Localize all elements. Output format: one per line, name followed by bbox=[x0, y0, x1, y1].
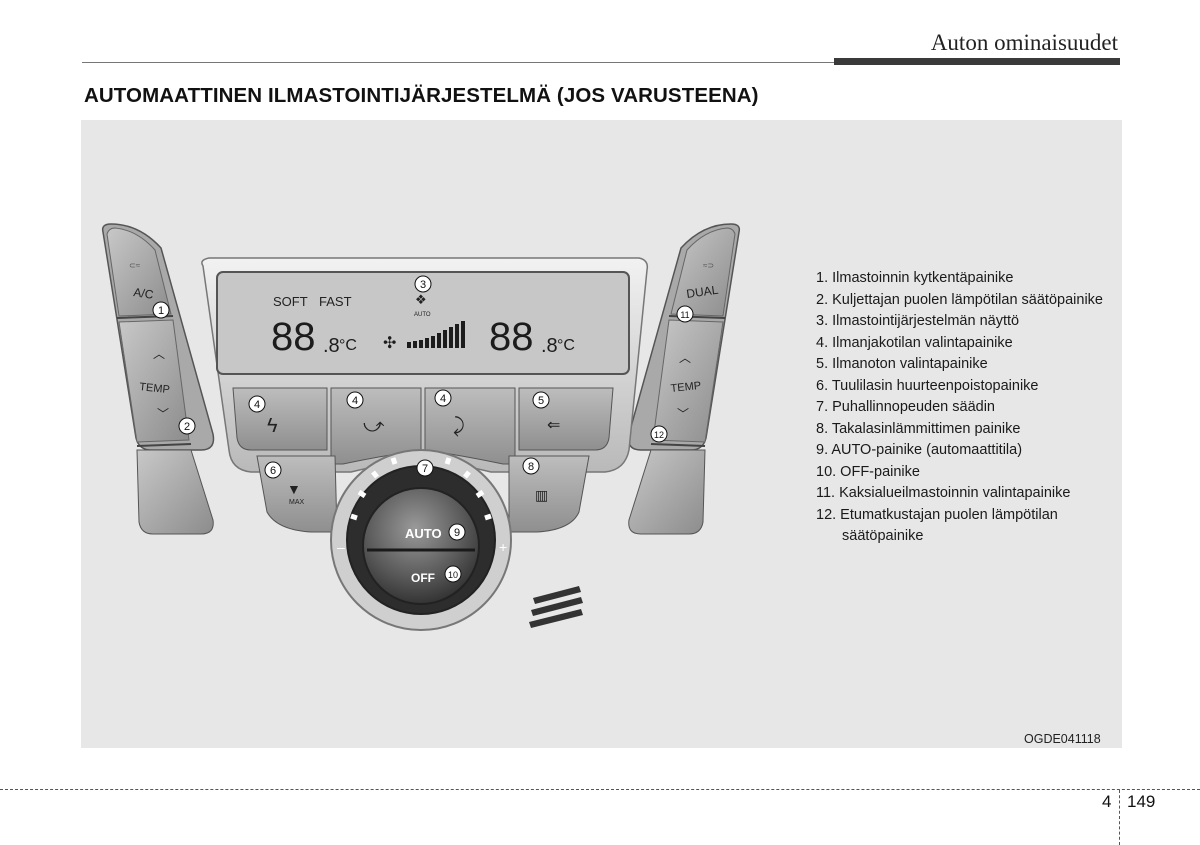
legend-item: 10. OFF-painike bbox=[816, 463, 920, 480]
legend-item: 1. Ilmastoinnin kytkentäpainike bbox=[816, 270, 1014, 286]
callout-7: 7 bbox=[422, 463, 428, 475]
vent-bilevel-icon: ⤻ bbox=[363, 415, 385, 437]
dual-label: DUAL bbox=[685, 283, 719, 301]
fan-icon: ✣ bbox=[383, 335, 396, 352]
display-auto-small: AUTO bbox=[414, 312, 431, 318]
callout-10: 10 bbox=[448, 570, 458, 580]
right-temp-unit: °C bbox=[557, 337, 575, 354]
temp-down-icon: ﹀ bbox=[157, 407, 169, 421]
left-temp-value: 88 bbox=[271, 315, 316, 359]
page-title: AUTOMAATTINEN ILMASTOINTIJÄRJESTELMÄ (JO… bbox=[84, 84, 759, 107]
callout-3: 3 bbox=[420, 279, 426, 291]
chapter-number: 4 bbox=[1102, 792, 1112, 811]
fan-speed-bars bbox=[407, 321, 465, 348]
page-number: 149 bbox=[1127, 792, 1156, 811]
callout-9: 9 bbox=[454, 527, 460, 539]
dual-indicator-icon: ≈⊃ bbox=[703, 261, 714, 270]
figure-panel: A/C ⊂≈ ︿ TEMP ﹀ DUAL ≈⊃ ︿ TEMP ﹀ SOFT FA… bbox=[81, 120, 1122, 748]
callout-6: 6 bbox=[270, 465, 276, 477]
fan-speed-scale bbox=[350, 457, 492, 521]
temp-up-icon: ︿ bbox=[153, 347, 165, 361]
image-code: OGDE041118 bbox=[1024, 732, 1101, 746]
display-soft: SOFT bbox=[273, 294, 308, 309]
legend-item: 3. Ilmastointijärjestelmän näyttö bbox=[816, 313, 1020, 329]
callout-markers bbox=[152, 275, 694, 583]
right-temp-value: 88 bbox=[489, 315, 534, 359]
air-vent-slats bbox=[529, 586, 583, 628]
callout-2: 2 bbox=[184, 421, 190, 433]
vent-face-icon: ϟ bbox=[267, 415, 278, 437]
driver-temp-button[interactable] bbox=[118, 319, 190, 443]
display-content: SOFT FAST ❖ AUTO 88 .8 °C ✣ 88 .8 °C bbox=[271, 292, 575, 359]
legend-item: 2. Kuljettajan puolen lämpötilan säätöpa… bbox=[816, 291, 1103, 308]
ac-indicator-icon: ⊂≈ bbox=[129, 261, 141, 270]
mode-face-button[interactable] bbox=[232, 387, 328, 451]
right-control-pod: DUAL ≈⊃ ︿ TEMP ﹀ bbox=[627, 223, 741, 535]
footer-rule bbox=[0, 789, 1200, 790]
callout-11: 11 bbox=[680, 310, 689, 320]
auto-button-label[interactable]: AUTO bbox=[405, 526, 442, 541]
header-rule bbox=[82, 62, 834, 63]
callout-8: 8 bbox=[528, 461, 534, 473]
defrost-auto-icon: ❖ bbox=[415, 292, 427, 307]
display-fast: FAST bbox=[319, 294, 352, 309]
climate-display bbox=[216, 271, 630, 375]
header-rule-accent bbox=[834, 58, 1120, 65]
callout-4a: 4 bbox=[254, 399, 260, 411]
temp-up-icon: ︿ bbox=[679, 351, 691, 365]
fan-plus-label: + bbox=[499, 539, 507, 555]
ac-button[interactable] bbox=[106, 227, 172, 317]
callout-4b: 4 bbox=[352, 395, 358, 407]
dual-button[interactable] bbox=[670, 227, 736, 317]
legend-item: 9. AUTO-painike (automaattitila) bbox=[816, 442, 1023, 458]
left-temp-unit: °C bbox=[339, 337, 357, 354]
rear-defrost-icon: ▥ bbox=[535, 487, 548, 503]
footer-divider bbox=[1119, 790, 1120, 845]
fan-speed-knob[interactable] bbox=[362, 487, 480, 605]
off-button-label[interactable]: OFF bbox=[411, 571, 435, 585]
callout-4c: 4 bbox=[440, 393, 446, 405]
legend-item: 7. Puhallinnopeuden säädin bbox=[816, 399, 995, 415]
callout-1: 1 bbox=[158, 305, 164, 317]
front-defrost-icon: ▼ bbox=[287, 481, 301, 497]
section-title: Auton ominaisuudet bbox=[930, 30, 1118, 55]
temp-down-icon: ﹀ bbox=[677, 407, 689, 421]
legend-item: 5. Ilmanoton valintapainike bbox=[816, 356, 988, 372]
fan-minus-label: – bbox=[337, 539, 345, 555]
passenger-temp-label: TEMP bbox=[670, 380, 702, 395]
rear-defrost-button[interactable] bbox=[508, 455, 590, 533]
legend-item: 12. Etumatkustajan puolen lämpötilan sää… bbox=[816, 506, 1058, 545]
callout-12: 12 bbox=[654, 430, 664, 440]
driver-temp-label: TEMP bbox=[139, 381, 171, 396]
right-temp-decimal: .8 bbox=[541, 335, 558, 357]
legend-item: 4. Ilmanjakotilan valintapainike bbox=[816, 334, 1013, 351]
max-label: MAX bbox=[289, 499, 305, 506]
recirculation-icon: ⇐ bbox=[547, 417, 560, 434]
climate-control-illustration: A/C ⊂≈ ︿ TEMP ﹀ DUAL ≈⊃ ︿ TEMP ﹀ SOFT FA… bbox=[101, 223, 741, 631]
left-control-pod: A/C ⊂≈ ︿ TEMP ﹀ bbox=[101, 223, 215, 535]
legend-item: 6. Tuulilasin huurteenpoistopainike bbox=[816, 377, 1039, 394]
legend-list: 1. Ilmastoinnin kytkentäpainike 2. Kulje… bbox=[816, 268, 1106, 548]
legend-item: 11. Kaksialueilmastoinnin valintapainike bbox=[816, 485, 1071, 501]
callout-5: 5 bbox=[538, 395, 544, 407]
vent-floor-icon: ⤸ bbox=[453, 415, 465, 437]
legend-item: 8. Takalasinlämmittimen painike bbox=[816, 420, 1021, 437]
left-temp-decimal: .8 bbox=[323, 335, 340, 357]
ac-label: A/C bbox=[133, 285, 155, 302]
